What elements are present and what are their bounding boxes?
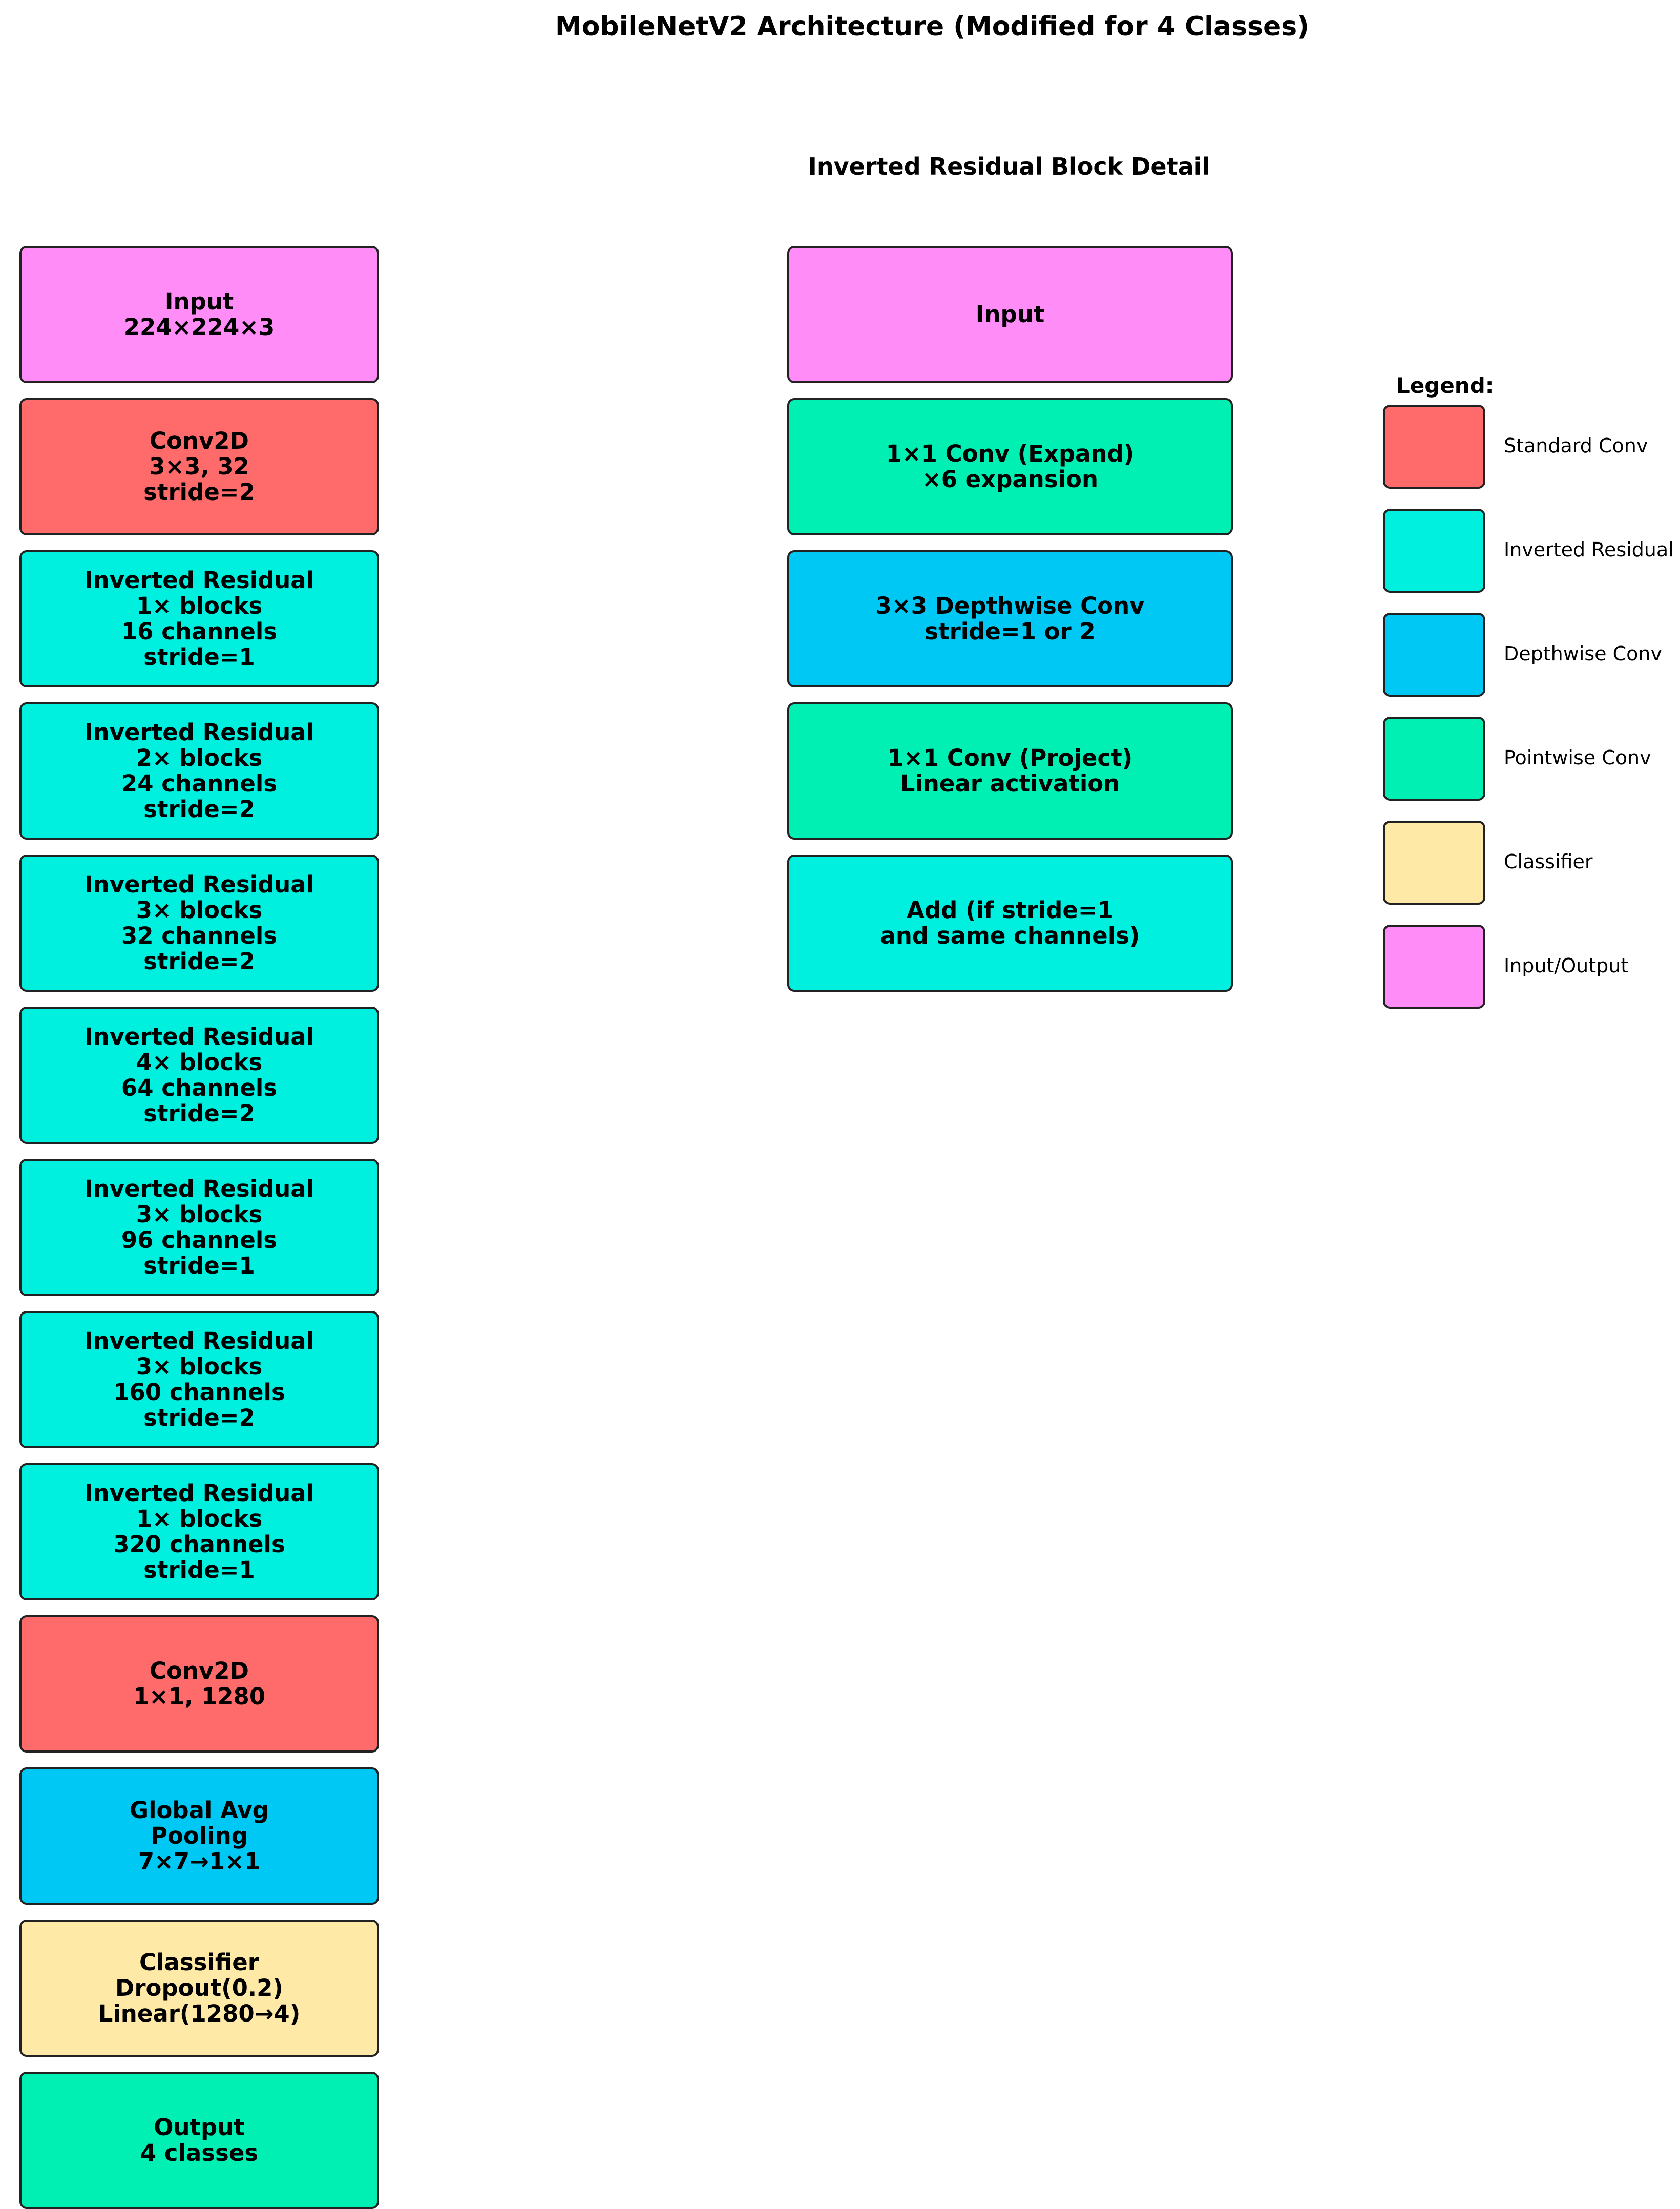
legend-swatch xyxy=(1383,925,1485,1009)
block-detail-box: Add (if stride=1 and same channels) xyxy=(787,855,1233,992)
architecture-box-label: Inverted Residual 2× blocks 24 channels … xyxy=(84,719,314,823)
architecture-box-label: Output 4 classes xyxy=(140,2114,259,2166)
architecture-box: Inverted Residual 3× blocks 32 channels … xyxy=(19,855,379,992)
block-detail-box: Input xyxy=(787,246,1233,383)
architecture-box: Conv2D 1×1, 1280 xyxy=(19,1615,379,1753)
legend-title: Legend: xyxy=(1396,373,1494,398)
legend-label: Pointwise Conv xyxy=(1504,746,1651,769)
architecture-box-label: Conv2D 3×3, 32 stride=2 xyxy=(143,427,255,506)
architecture-box-label: Input 224×224×3 xyxy=(123,288,275,341)
architecture-box: Output 4 classes xyxy=(19,2072,379,2209)
architecture-box: Inverted Residual 3× blocks 96 channels … xyxy=(19,1159,379,1296)
architecture-box: Conv2D 3×3, 32 stride=2 xyxy=(19,398,379,535)
architecture-box: Inverted Residual 3× blocks 160 channels… xyxy=(19,1311,379,1448)
legend-item: Depthwise Conv xyxy=(1383,613,1680,697)
block-detail-box: 1×1 Conv (Expand) ×6 expansion xyxy=(787,398,1233,535)
block-detail-title: Inverted Residual Block Detail xyxy=(808,153,1210,180)
architecture-box: Global Avg Pooling 7×7→1×1 xyxy=(19,1767,379,1905)
architecture-box: Inverted Residual 1× blocks 16 channels … xyxy=(19,550,379,687)
architecture-box: Inverted Residual 2× blocks 24 channels … xyxy=(19,702,379,840)
legend-swatch xyxy=(1383,405,1485,489)
architecture-box-label: Conv2D 1×1, 1280 xyxy=(133,1657,266,1710)
architecture-box: Inverted Residual 1× blocks 320 channels… xyxy=(19,1463,379,1600)
architecture-box-label: Classifier Dropout(0.2) Linear(1280→4) xyxy=(98,1949,301,2027)
diagram-title: MobileNetV2 Architecture (Modified for 4… xyxy=(555,11,1309,42)
block-detail-box-label: 1×1 Conv (Expand) ×6 expansion xyxy=(886,440,1135,493)
block-detail-box-label: 1×1 Conv (Project) Linear activation xyxy=(887,744,1133,797)
legend-swatch xyxy=(1383,509,1485,593)
block-detail-box: 3×3 Depthwise Conv stride=1 or 2 xyxy=(787,550,1233,687)
block-detail-box-label: Add (if stride=1 and same channels) xyxy=(880,897,1140,949)
architecture-box: Input 224×224×3 xyxy=(19,246,379,383)
architecture-box: Inverted Residual 4× blocks 64 channels … xyxy=(19,1007,379,1144)
architecture-box-label: Inverted Residual 1× blocks 16 channels … xyxy=(84,567,314,671)
legend-swatch xyxy=(1383,717,1485,801)
block-detail-box-label: 3×3 Depthwise Conv stride=1 or 2 xyxy=(875,592,1145,645)
legend-label: Standard Conv xyxy=(1504,434,1648,457)
architecture-box-label: Global Avg Pooling 7×7→1×1 xyxy=(130,1797,269,1875)
architecture-box-label: Inverted Residual 3× blocks 96 channels … xyxy=(84,1175,314,1279)
legend-label: Classifier xyxy=(1504,850,1593,873)
architecture-box-label: Inverted Residual 3× blocks 32 channels … xyxy=(84,871,314,975)
architecture-box-label: Inverted Residual 4× blocks 64 channels … xyxy=(84,1023,314,1127)
legend-item: Standard Conv xyxy=(1383,405,1680,489)
block-detail-box-label: Input xyxy=(975,301,1045,328)
legend-item: Input/Output xyxy=(1383,925,1680,1009)
legend-swatch xyxy=(1383,613,1485,697)
legend-label: Input/Output xyxy=(1504,954,1629,977)
legend-item: Classifier xyxy=(1383,821,1680,905)
legend-label: Inverted Residual xyxy=(1504,538,1674,561)
block-detail-box: 1×1 Conv (Project) Linear activation xyxy=(787,702,1233,840)
legend-label: Depthwise Conv xyxy=(1504,642,1662,665)
architecture-box-label: Inverted Residual 3× blocks 160 channels… xyxy=(84,1327,314,1431)
legend-swatch xyxy=(1383,821,1485,905)
architecture-box: Classifier Dropout(0.2) Linear(1280→4) xyxy=(19,1920,379,2057)
architecture-box-label: Inverted Residual 1× blocks 320 channels… xyxy=(84,1479,314,1583)
legend-item: Inverted Residual xyxy=(1383,509,1680,593)
legend-item: Pointwise Conv xyxy=(1383,717,1680,801)
